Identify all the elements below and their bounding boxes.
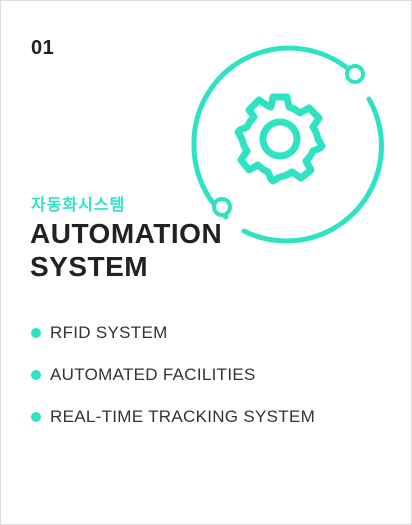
korean-subtitle: 자동화시스템 (31, 197, 126, 214)
feature-list: RFID SYSTEM AUTOMATED FACILITIES REAL-TI… (31, 321, 315, 447)
feature-item: RFID SYSTEM (31, 321, 315, 345)
feature-label: AUTOMATED FACILITIES (50, 365, 256, 384)
feature-label: REAL-TIME TRACKING SYSTEM (50, 407, 316, 426)
feature-item: AUTOMATED FACILITIES (31, 363, 315, 387)
card-title: AUTOMATION SYSTEM (30, 217, 222, 283)
bullet-dot-icon (31, 412, 41, 422)
feature-label: RFID SYSTEM (50, 323, 168, 342)
bullet-dot-icon (31, 370, 41, 380)
bullet-dot-icon (31, 328, 41, 338)
gear-icon (191, 45, 384, 244)
feature-item: REAL-TIME TRACKING SYSTEM (31, 405, 315, 429)
title-line-2: SYSTEM (30, 251, 149, 282)
card-number: 01 (31, 37, 55, 59)
title-line-1: AUTOMATION (30, 218, 223, 249)
